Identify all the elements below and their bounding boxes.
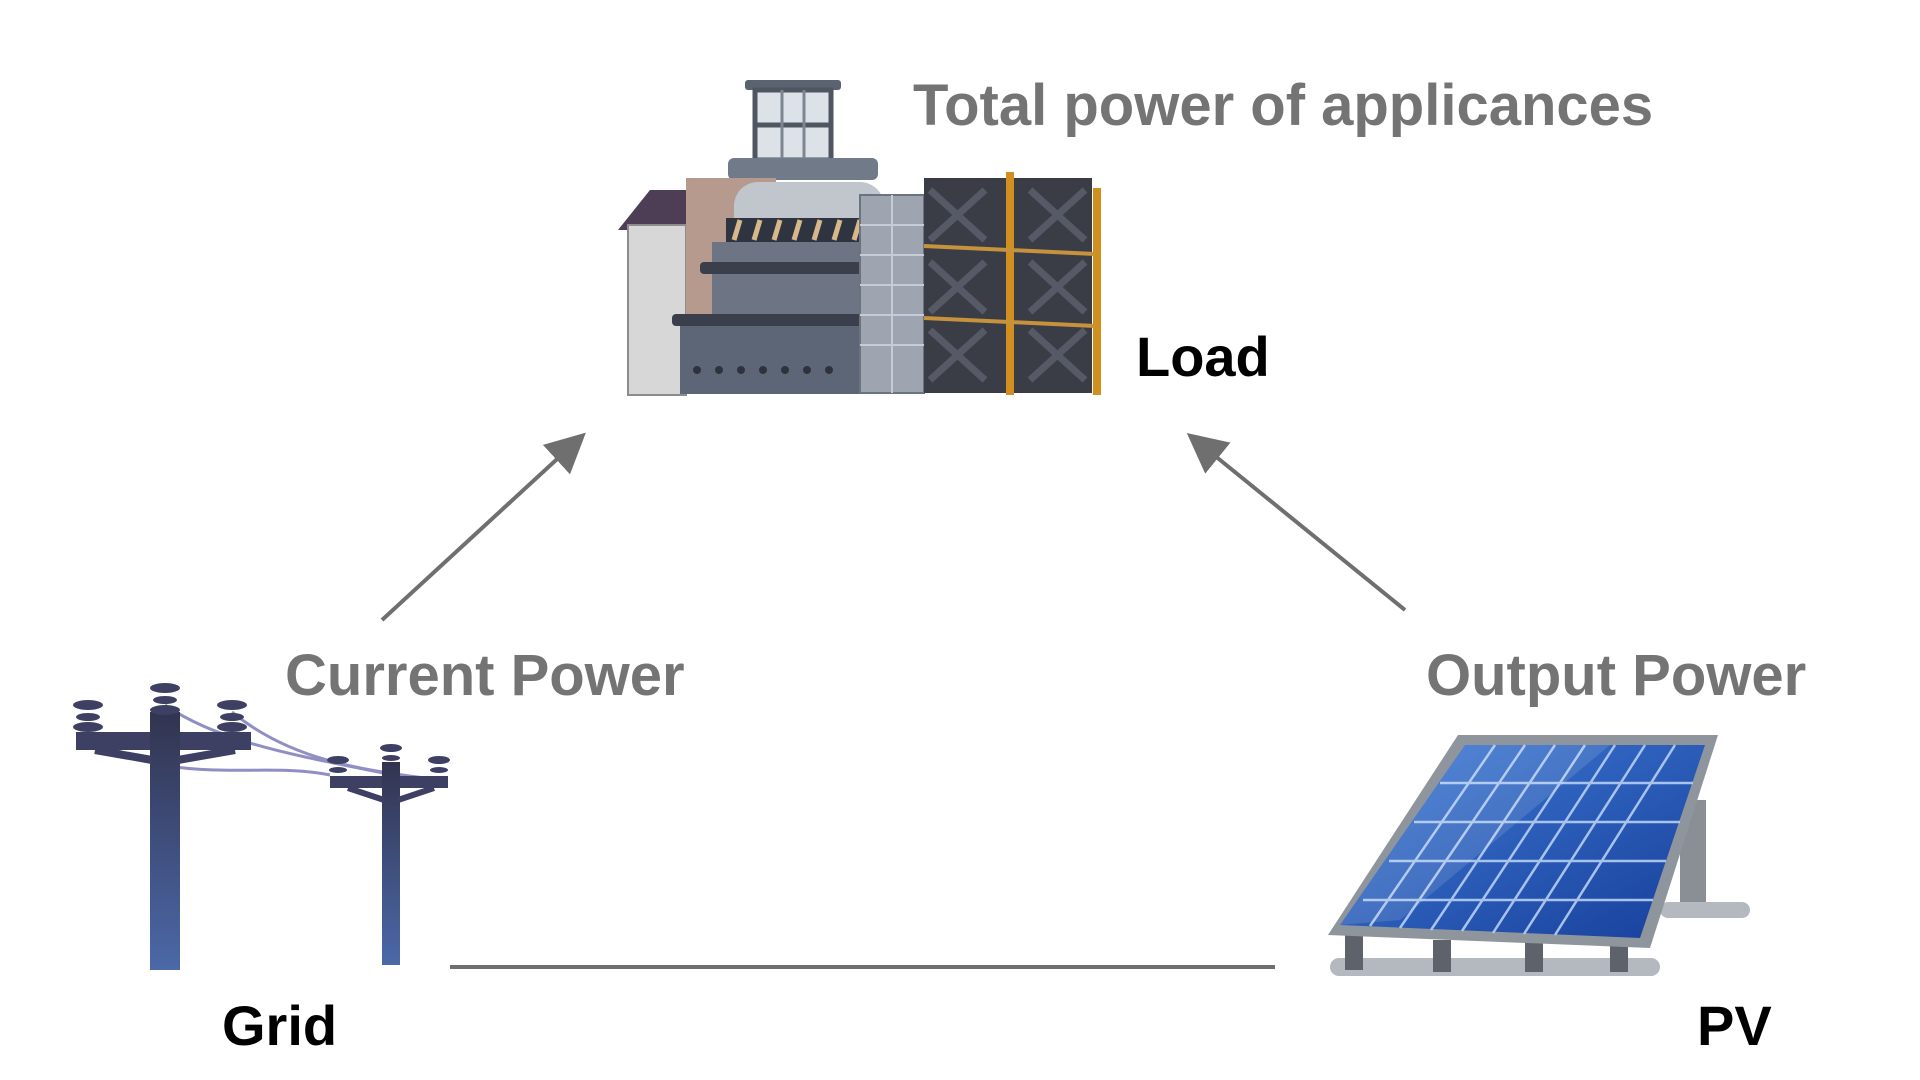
utility-pole-icon [73, 683, 450, 970]
factory-icon [618, 80, 1101, 396]
grid-title: Grid [222, 994, 338, 1057]
grid-to-load-arrow [380, 432, 586, 622]
pv-title: PV [1697, 994, 1772, 1057]
solar-panel-icon [1328, 735, 1750, 976]
load-title: Load [1136, 325, 1270, 388]
pv-annotation: Output Power [1426, 643, 1807, 708]
pv-to-load-arrow [1186, 432, 1407, 612]
grid-annotation: Current Power [285, 643, 685, 708]
load-annotation: Total power of applicances [913, 73, 1654, 138]
